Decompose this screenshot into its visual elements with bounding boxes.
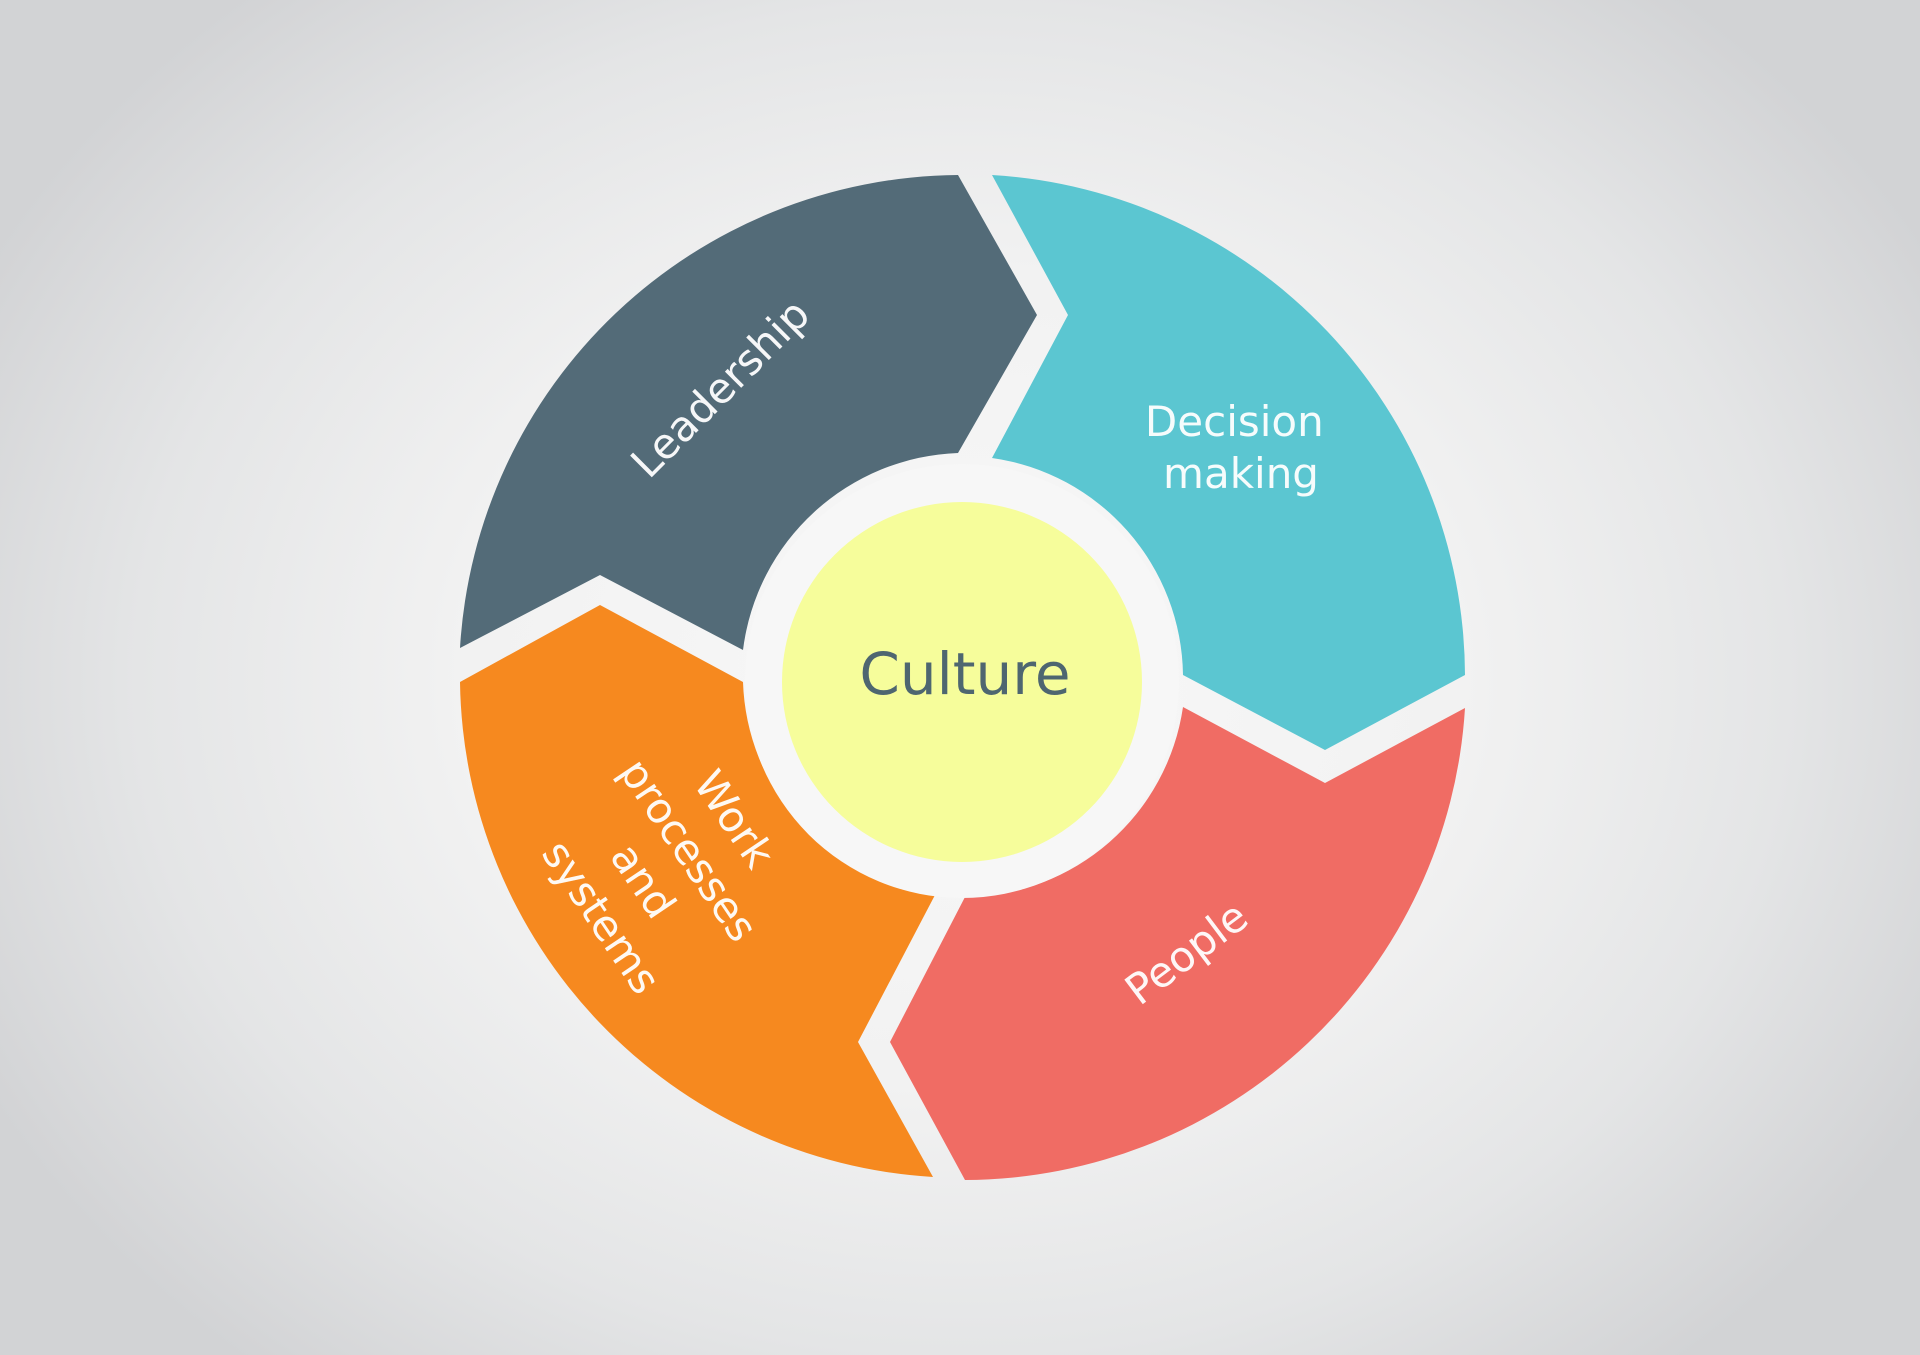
- label-decision-making: Decision making: [1145, 397, 1337, 498]
- center-circle: [782, 502, 1142, 862]
- segment-people: [890, 707, 1465, 1180]
- segment-work-processes: [460, 605, 935, 1177]
- segment-leadership: [460, 175, 1037, 650]
- label-culture: Culture: [859, 640, 1070, 708]
- segment-decision-making: [992, 175, 1465, 750]
